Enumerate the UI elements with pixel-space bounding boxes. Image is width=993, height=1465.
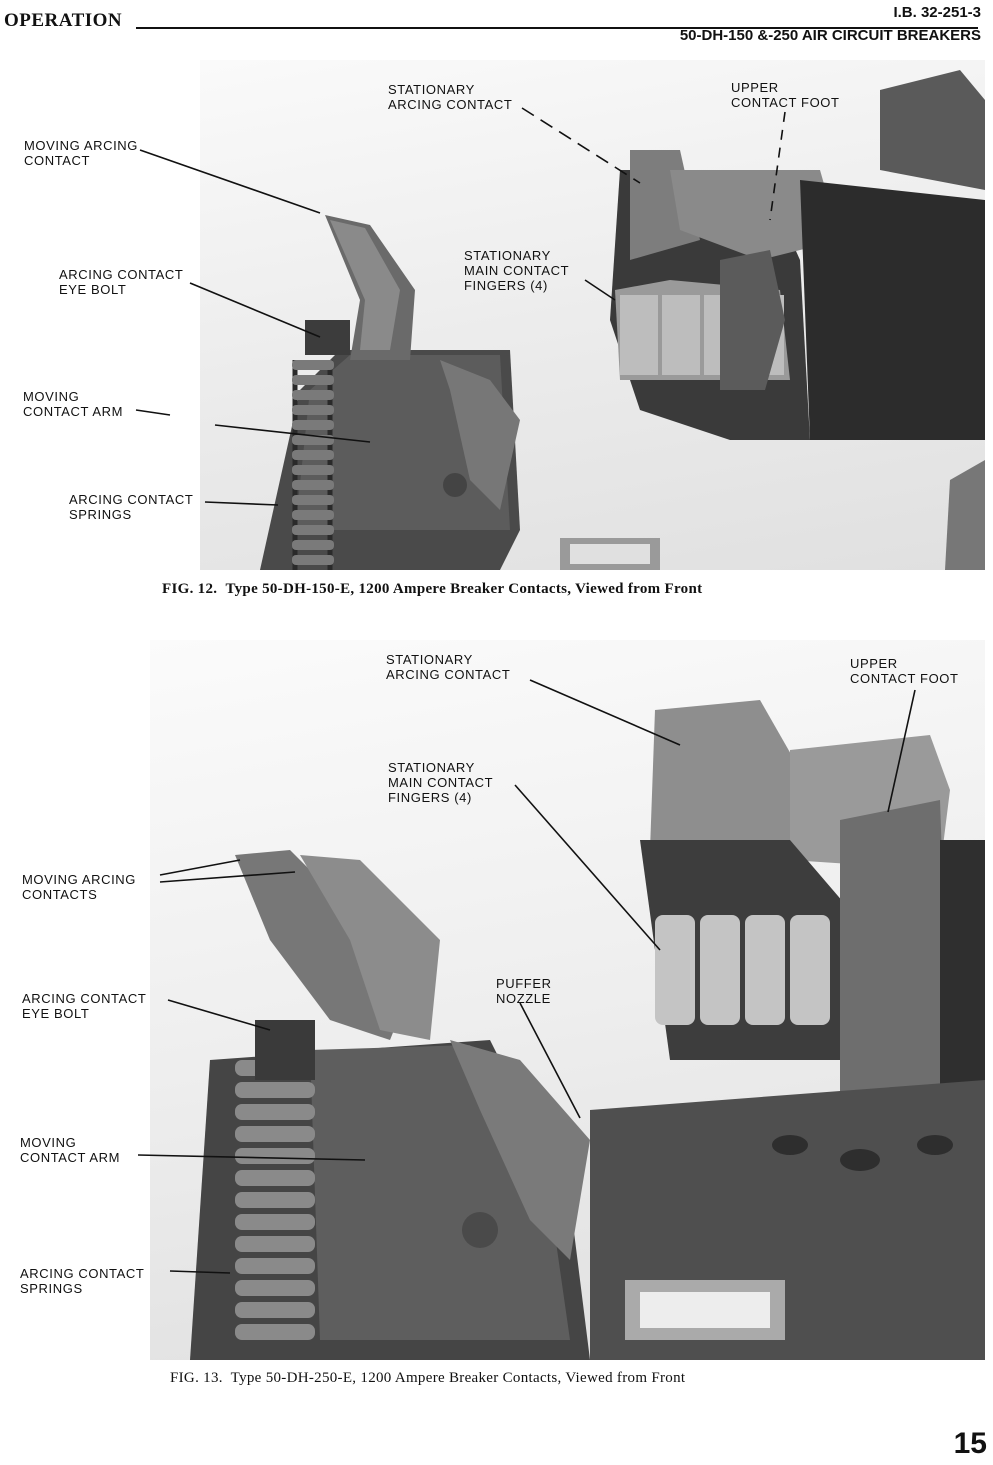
fig12-label-moving-contact-arm: MOVING CONTACT ARM	[23, 389, 124, 419]
product-title: 50-DH-150 &-250 AIR CIRCUIT BREAKERS	[679, 27, 981, 44]
figure-13-caption: FIG. 13. Type 50-DH-250-E, 1200 Ampere B…	[170, 1370, 686, 1386]
fig12-label-arcing-contact-springs: ARCING CONTACT SPRINGS	[69, 492, 194, 522]
section-title: OPERATION	[4, 10, 123, 31]
document-number: I.B. 32-251-3	[893, 4, 981, 21]
fig12-leader-lines	[135, 107, 786, 506]
fig13-label-stationary-main-contact-fingers: STATIONARY MAIN CONTACT FINGERS (4)	[388, 760, 494, 805]
figure-12-photo	[200, 60, 985, 570]
fig13-label-upper-contact-foot: UPPER CONTACT FOOT	[850, 656, 959, 686]
fig13-label-arcing-contact-springs: ARCING CONTACT SPRINGS	[20, 1266, 145, 1296]
figure-12-caption: FIG. 12. Type 50-DH-150-E, 1200 Ampere B…	[162, 581, 703, 597]
fig12-label-stationary-main-contact-fingers: STATIONARY MAIN CONTACT FINGERS (4)	[464, 248, 570, 293]
figure-13-photo	[150, 640, 985, 1360]
fig13-label-arcing-contact-eye-bolt: ARCING CONTACT EYE BOLT	[22, 991, 147, 1021]
page-number: 15	[953, 1427, 987, 1460]
fig13-label-moving-arcing-contacts: MOVING ARCING CONTACTS	[22, 872, 136, 902]
fig13-label-puffer-nozzle: PUFFER NOZZLE	[496, 976, 552, 1006]
fig12-label-moving-arcing-contact: MOVING ARCING CONTACT	[24, 138, 138, 168]
fig13-label-stationary-arcing-contact: STATIONARY ARCING CONTACT	[386, 652, 511, 682]
fig13-label-moving-contact-arm: MOVING CONTACT ARM	[20, 1135, 121, 1165]
header-rule	[136, 27, 978, 29]
fig12-label-arcing-contact-eye-bolt: ARCING CONTACT EYE BOLT	[59, 267, 184, 297]
fig12-label-upper-contact-foot: UPPER CONTACT FOOT	[731, 80, 840, 110]
fig12-label-stationary-arcing-contact: STATIONARY ARCING CONTACT	[388, 82, 513, 112]
